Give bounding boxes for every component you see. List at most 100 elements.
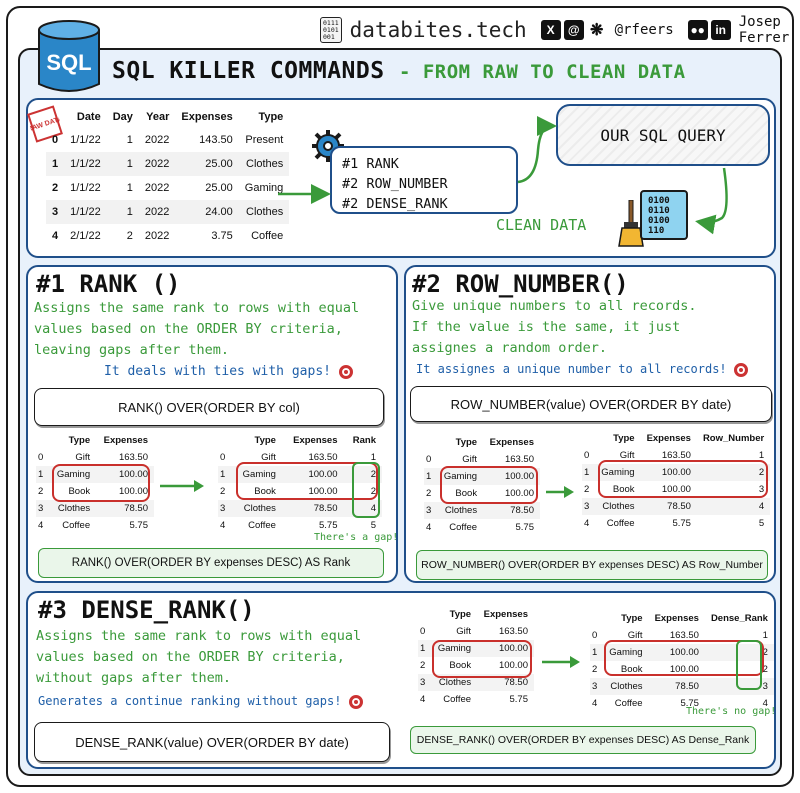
column-header: Expenses [489, 437, 534, 448]
table-cell: 3 [582, 498, 596, 515]
table-cell: 3 [590, 678, 604, 695]
table-cell: Coffee [614, 698, 643, 709]
table-cell: Clothes [232, 500, 282, 517]
table-cell: 2 [762, 664, 768, 675]
target-icon [338, 364, 353, 379]
dense-rank-arrow [542, 656, 580, 668]
table-cell: 24.00 [175, 200, 239, 224]
table-cell: 163.50 [669, 630, 699, 641]
table-cell: 3 [36, 500, 50, 517]
table-cell: Book [455, 488, 478, 499]
table-cell: Gift [462, 454, 478, 465]
table-cell: 78.50 [640, 498, 697, 515]
table-cell: 3 [424, 502, 438, 519]
page-title: SQL KILLER COMMANDS - FROM RAW TO CLEAN … [112, 58, 686, 84]
x-icon[interactable]: X [540, 20, 561, 40]
rank-arrow [160, 480, 204, 492]
table-cell: 4 [426, 522, 432, 533]
table-cell: Clothes [431, 674, 478, 691]
binary-file-icon: 0111 0101 001 [320, 17, 342, 43]
row-number-description: Give unique numbers to all records. If t… [412, 298, 697, 356]
column-header: Expenses [293, 435, 338, 446]
table-cell: 2 [584, 484, 590, 495]
dense-rank-title: #3 DENSE_RANK() [38, 596, 255, 624]
table-cell: 2 [592, 664, 598, 675]
column-header: Type [455, 437, 478, 448]
dense-rank-query-box: DENSE_RANK() OVER(ORDER BY expenses DESC… [410, 726, 756, 754]
table-cell: 100.00 [661, 484, 691, 495]
dense-rank-description: Assigns the same rank to rows with equal… [36, 628, 362, 686]
table-cell: 1 [370, 452, 376, 463]
table-cell: Coffee [248, 520, 276, 531]
medium-icon[interactable]: ●● [687, 20, 708, 40]
table-cell: 2 [370, 486, 376, 497]
row-number-panel [404, 265, 776, 583]
table-cell: Gaming [437, 468, 484, 485]
table-cell: 4 [584, 518, 590, 529]
table-cell: 1 [590, 644, 604, 661]
table-cell: 3 [418, 674, 432, 691]
table-cell: 3.75 [211, 230, 233, 242]
column-header: Dense_Rank [710, 613, 768, 624]
table-cell: 5.75 [672, 518, 691, 529]
rank-gap-highlight [352, 462, 380, 518]
bluesky-icon[interactable]: ❋ [586, 20, 607, 40]
table-cell: 3 [46, 200, 65, 224]
table-cell: 4 [762, 698, 768, 709]
table-cell: Gift [456, 626, 472, 637]
site-name[interactable]: databites.tech [349, 18, 527, 42]
table-cell: 3 [758, 484, 765, 495]
table-cell: 100.00 [281, 466, 344, 483]
table-cell: 163.50 [504, 454, 534, 465]
rank-title: #1 RANK () [36, 270, 181, 298]
dense-rank-note: Generates a continue ranking without gap… [38, 694, 363, 709]
rank-description: Assigns the same rank to rows with equal… [34, 300, 360, 358]
table-cell: 0 [420, 626, 426, 637]
table-cell: 5.75 [129, 520, 149, 531]
table-cell: 100.00 [308, 486, 338, 497]
table-cell: 100.00 [96, 466, 154, 483]
table-cell: Gift [619, 450, 635, 461]
table-cell: Gift [75, 452, 91, 463]
table-cell: 1/1/22 [64, 152, 107, 176]
target-icon [348, 694, 363, 709]
sql-query-label: OUR SQL QUERY [600, 125, 726, 145]
table-cell: 0 [52, 134, 59, 146]
column-header: Date [76, 111, 101, 123]
column-header: Type [621, 613, 643, 624]
table-cell: 4 [52, 230, 59, 242]
social-handle[interactable]: @rfeers [614, 22, 674, 38]
table-cell: 1 [762, 630, 768, 641]
table-cell: 2 [704, 644, 774, 661]
table-cell: 1 [36, 466, 50, 483]
table-cell: 5.75 [680, 698, 699, 709]
linkedin-icon[interactable]: in [710, 20, 731, 40]
dense-rank-nogap-highlight [736, 640, 762, 690]
table-cell: 0 [426, 454, 432, 465]
table-cell: Coffee [443, 694, 472, 705]
table-cell: 0 [584, 450, 590, 461]
table-cell: 143.50 [199, 134, 233, 146]
table-cell: 1 [46, 152, 65, 176]
threads-icon[interactable]: @ [563, 20, 584, 40]
table-row: 0 Gift 163.50 [424, 451, 540, 468]
profile-icons: ●● in [687, 20, 731, 40]
table-cell: 78.50 [483, 502, 540, 519]
table-cell: 2022 [144, 182, 170, 194]
